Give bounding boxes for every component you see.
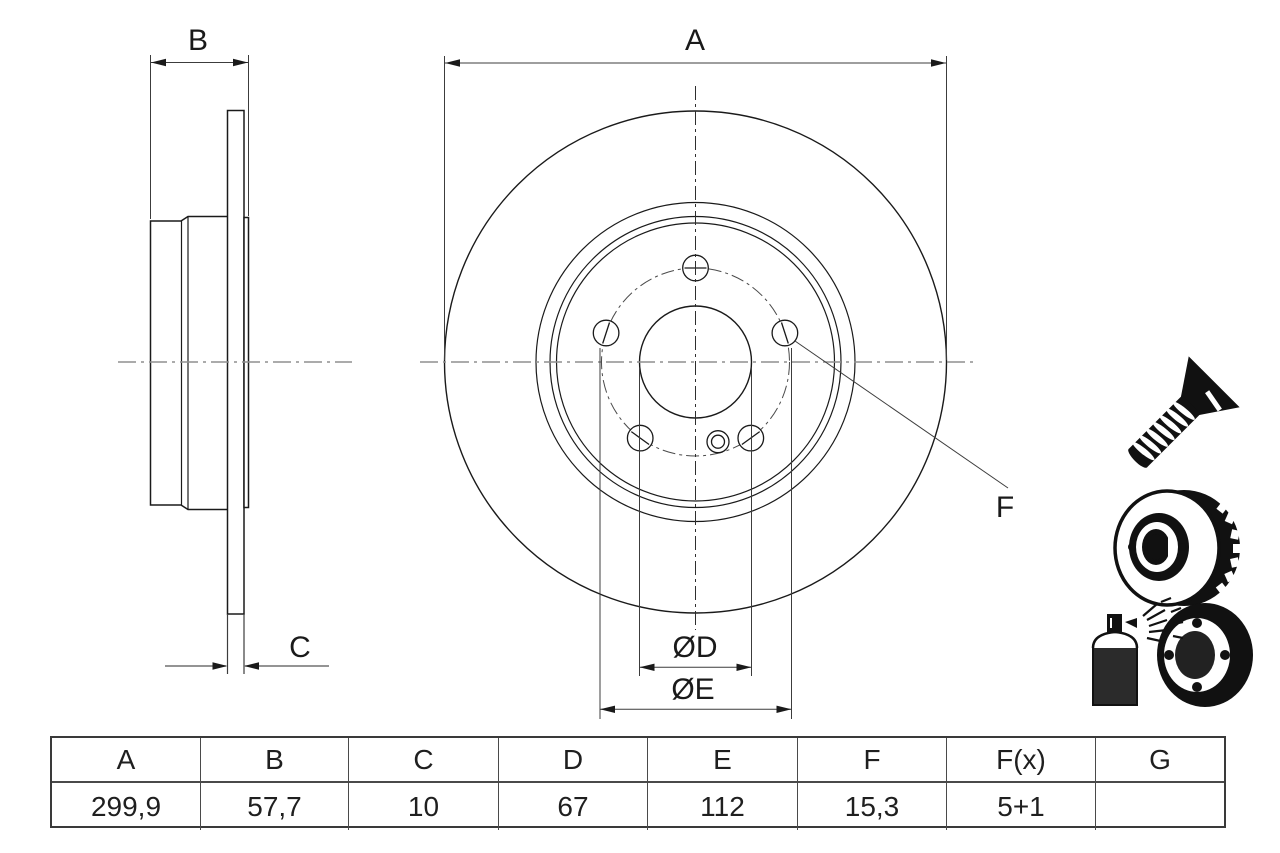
spec-value-g [1096, 783, 1224, 830]
spec-value-b: 57,7 [201, 783, 349, 830]
bolt-holes [592, 254, 799, 452]
spec-header-e: E [648, 738, 798, 783]
dimension-b [150, 55, 249, 219]
dim-f-label: F [996, 491, 1014, 524]
vented-brake-disc-icon [1113, 489, 1241, 607]
dim-d-label: ØD [673, 631, 718, 664]
spec-header-f: F [798, 738, 947, 783]
side-view-hat [149, 215, 228, 511]
spec-header-fx: F(x) [947, 738, 1096, 783]
spec-header-b: B [201, 738, 349, 783]
spec-table: A B C D E F F(x) G 299,9 57,7 10 67 112 … [50, 736, 1226, 830]
dim-b-label: B [188, 24, 208, 57]
spec-value-f: 15,3 [798, 783, 947, 830]
countersunk-screw-icon [1128, 356, 1240, 468]
dimension-c [165, 614, 329, 674]
spec-header-g: G [1096, 738, 1224, 783]
spec-header-c: C [349, 738, 499, 783]
dimension-d [639, 368, 752, 676]
spec-value-a: 299,9 [52, 783, 201, 830]
spec-header-a: A [52, 738, 201, 783]
spec-value-c: 10 [349, 783, 499, 830]
spec-value-d: 67 [499, 783, 648, 830]
spray-coated-disc-icon [1091, 596, 1253, 707]
dim-c-label: C [289, 631, 311, 664]
spec-value-fx: 5+1 [947, 783, 1096, 830]
pin-hole [706, 430, 730, 454]
dimension-a [444, 56, 947, 360]
spec-header-d: D [499, 738, 648, 783]
dim-a-label: A [685, 24, 705, 57]
spec-value-e: 112 [648, 783, 798, 830]
dim-e-label: ØE [671, 673, 714, 706]
dim-f-leader [794, 340, 1009, 489]
dimension-e [599, 348, 792, 719]
